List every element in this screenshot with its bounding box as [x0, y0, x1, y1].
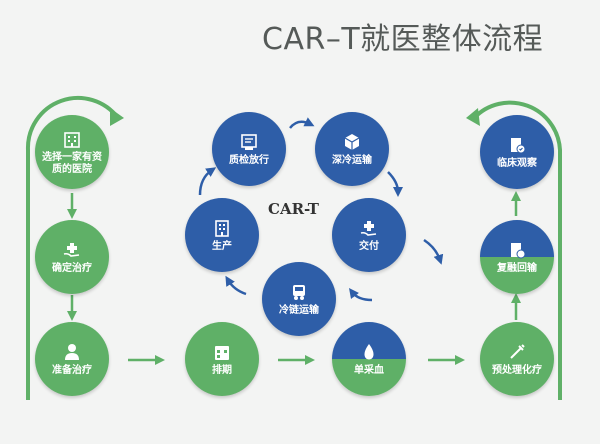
- doctor-icon: [65, 343, 79, 360]
- node-label: 交付: [359, 240, 379, 252]
- syringe-icon: [510, 343, 525, 359]
- truck-icon: [293, 284, 305, 300]
- node-label: 深冷运输: [332, 154, 372, 166]
- node-deliver: 交付: [332, 198, 406, 272]
- node-produce: 生产: [185, 198, 259, 272]
- hand-cross-icon: [63, 242, 80, 257]
- certificate-icon: [241, 133, 257, 150]
- node-cold-chain: 冷链运输: [262, 262, 336, 336]
- node-label: 预处理化疗: [492, 364, 542, 376]
- node-label: 排期: [212, 364, 232, 376]
- node-label: 冷链运输: [279, 304, 319, 316]
- document-shield-icon: [511, 242, 526, 258]
- arrow-coldchain-from-collect: [348, 288, 373, 302]
- left-loop-arrow: [110, 108, 124, 126]
- medical-hand-icon: [360, 220, 377, 236]
- node-label: 临床观察: [497, 157, 537, 169]
- node-label: 准备治疗: [52, 364, 92, 376]
- left-loop-arc: [25, 95, 120, 400]
- arrow-qc-to-cryo: [289, 117, 315, 129]
- right-loop-arc: [472, 100, 562, 400]
- right-loop-arrow: [466, 108, 480, 126]
- node-label: 生产: [212, 240, 232, 252]
- box-icon: [344, 133, 360, 150]
- node-label: 单采血: [354, 364, 384, 376]
- arrow-deliver-to-pretreat: [423, 238, 444, 265]
- node-label: 复融回输: [497, 262, 537, 274]
- arrow-coldchain-to-produce: [225, 275, 247, 296]
- node-label: 选择一家有资质的医院: [42, 151, 102, 175]
- node-qc-release: 质检放行: [212, 112, 286, 186]
- calendar-icon: [215, 345, 229, 360]
- node-prepare-treatment: 准备治疗: [35, 322, 109, 396]
- node-confirm-treatment: 确定治疗: [35, 220, 109, 294]
- arrow-produce-to-qc: [198, 167, 217, 196]
- hospital-icon: [64, 131, 80, 148]
- node-label: 确定治疗: [52, 262, 92, 274]
- node-reinfuse: 复融回输: [480, 220, 554, 294]
- factory-icon: [215, 219, 229, 237]
- node-label: 质检放行: [229, 154, 269, 166]
- node-cryo-transport: 深冷运输: [315, 112, 389, 186]
- arrow-cryo-to-deliver: [387, 171, 403, 197]
- node-schedule: 排期: [185, 322, 259, 396]
- node-clinical-observation: 临床观察: [480, 115, 554, 189]
- node-select-hospital: 选择一家有资质的医院: [35, 115, 109, 189]
- node-collect-blood: 单采血: [332, 322, 406, 396]
- clipboard-check-icon: [511, 137, 526, 153]
- blood-drop-icon: [364, 343, 374, 359]
- center-label: CAR-T: [268, 200, 319, 218]
- node-pretreat: 预处理化疗: [480, 322, 554, 396]
- diagram-title: CAR–T就医整体流程: [262, 22, 544, 57]
